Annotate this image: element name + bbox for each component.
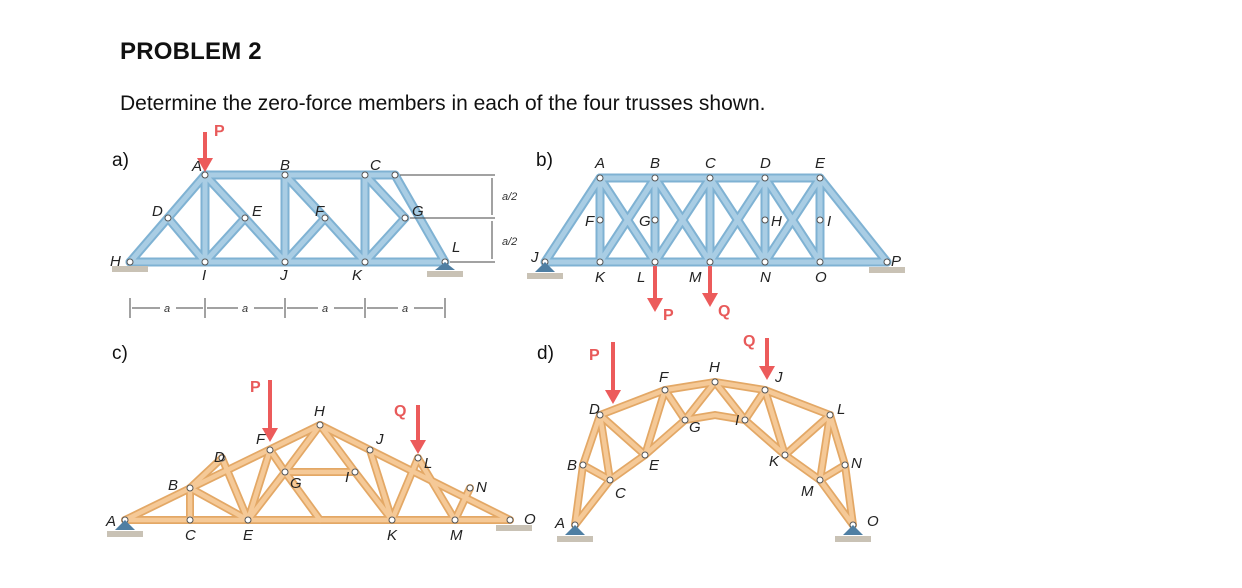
node-label: D [214,449,225,466]
truss-d-load-arrows [605,338,775,404]
node-label: D [152,203,163,220]
node-label: E [649,457,660,474]
truss-a-span-label: a [164,303,170,315]
node-label: C [705,155,716,172]
node-label: G [412,203,424,220]
truss-b-supports [527,262,905,279]
node-label: B [567,457,577,474]
truss-d-label: d) [537,343,554,364]
node-label: M [801,483,814,500]
node-label: M [450,527,463,544]
node-label: K [352,267,363,284]
truss-a-load-label: P [214,123,225,140]
node-label: F [315,203,325,220]
truss-a-span-label: a [322,303,328,315]
node-label: F [585,213,595,230]
node-label: A [554,515,565,532]
truss-c-label: c) [112,343,128,364]
node-label: N [851,455,862,472]
problem-question: Determine the zero-force members in each… [120,92,766,115]
truss-c-load-label: Q [394,403,406,420]
node-label: B [280,157,290,174]
truss-d-load-label: P [589,347,600,364]
node-label: I [735,412,739,429]
node-label: C [615,485,626,502]
problem-heading: PROBLEM 2 [120,38,262,65]
truss-a-label: a) [112,150,129,171]
node-label: O [524,511,536,528]
node-label: J [279,267,288,284]
node-label: K [769,453,780,470]
node-label: J [530,249,539,266]
truss-a-height-label: a/2 [502,236,517,248]
node-label: L [452,239,460,256]
node-label: J [375,431,384,448]
truss-b-load-arrows [647,266,718,312]
node-label: O [815,269,827,286]
node-label: G [689,419,701,436]
node-label: G [639,213,651,230]
node-label: C [370,157,381,174]
node-label: E [252,203,263,220]
truss-a-load-arrow [197,132,213,172]
truss-c-supports [107,520,532,537]
node-label: A [105,513,116,530]
node-label: O [867,513,879,530]
truss-b-load-label: P [663,307,674,324]
truss-b-load-label: Q [718,303,730,320]
truss-d-figure: P Q A B C D E F G H I J K L M N O [554,333,879,542]
node-label: I [345,469,349,486]
truss-a-span-label: a [242,303,248,315]
node-label: J [774,369,783,386]
node-label: H [110,253,121,270]
node-label: K [595,269,606,286]
node-label: F [256,431,266,448]
truss-c-figure: P Q A B C D E F G H I J K L M N O [105,379,536,544]
node-label: I [202,267,206,284]
node-label: E [243,527,254,544]
truss-d-supports [557,525,871,542]
node-label: N [760,269,771,286]
truss-a-figure: P A B C D E F G H I J K L a/2 a/2 a a a … [110,123,517,318]
truss-c-load-arrows [262,380,426,454]
truss-b-label: b) [536,150,553,171]
truss-d-load-label: Q [743,333,755,350]
node-label: H [771,213,782,230]
truss-a-supports [112,262,463,277]
node-label: H [709,359,720,376]
node-label: P [891,253,901,270]
node-label: D [760,155,771,172]
node-label: F [659,369,669,386]
truss-b-figure: P Q A B C D E F G H I J K L M N O P [527,155,905,324]
node-label: B [650,155,660,172]
truss-a-span-label: a [402,303,408,315]
node-label: N [476,479,487,496]
truss-c-load-label: P [250,379,261,396]
node-label: A [191,158,202,175]
node-label: L [637,269,645,286]
node-label: G [290,475,302,492]
node-label: K [387,527,398,544]
truss-a-height-label: a/2 [502,191,517,203]
node-label: C [185,527,196,544]
node-label: H [314,403,325,420]
node-label: D [589,401,600,418]
node-label: E [815,155,826,172]
node-label: B [168,477,178,494]
node-label: M [689,269,702,286]
node-label: A [594,155,605,172]
node-label: L [424,455,432,472]
node-label: L [837,401,845,418]
node-label: I [827,213,831,230]
